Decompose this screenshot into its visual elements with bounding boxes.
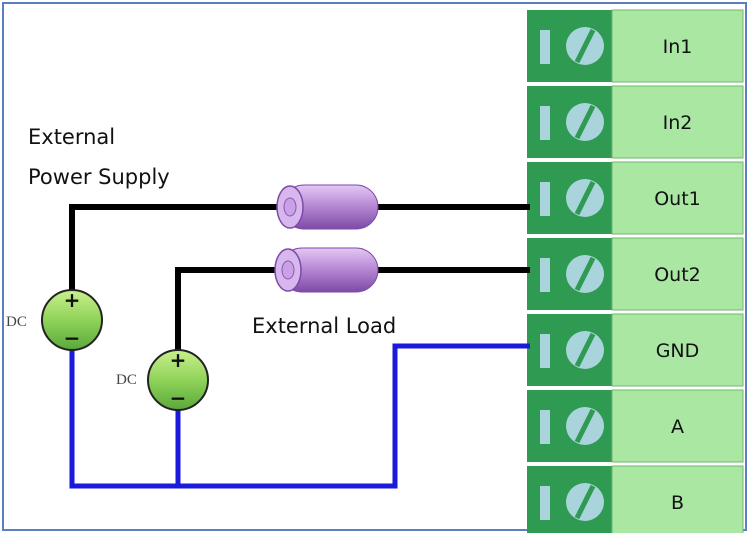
dc-source-1: + −	[41, 288, 103, 351]
dc-source-2: + −	[147, 348, 209, 411]
terminal-out2: Out2	[527, 237, 744, 311]
dc-source-2-minus: −	[170, 386, 187, 410]
terminal-a: A	[527, 389, 744, 463]
label-external: External	[28, 125, 115, 149]
dc-label-2: DC	[116, 372, 137, 388]
dc-source-2-plus: +	[170, 348, 187, 372]
terminal-label-in2: In2	[663, 112, 693, 134]
terminal-label-in1: In1	[663, 36, 693, 58]
terminal-out1: Out1	[527, 161, 744, 235]
terminal-label-a: A	[671, 416, 684, 438]
wire-out2	[175, 267, 530, 355]
terminal-b: B	[527, 465, 744, 533]
external-load-1	[276, 184, 379, 230]
external-load-2	[274, 247, 379, 293]
terminal-label-out2: Out2	[654, 264, 701, 286]
dc-source-1-minus: −	[64, 326, 81, 350]
terminal-label-b: B	[671, 492, 684, 514]
wire-gnd-1	[69, 343, 530, 489]
terminal-in2: In2	[527, 85, 744, 159]
dc-source-1-plus: +	[64, 288, 81, 312]
terminal-label-out1: Out1	[654, 188, 701, 210]
terminal-in1: In1	[527, 9, 744, 83]
dc-label-1: DC	[6, 314, 27, 330]
label-external-load: External Load	[252, 314, 396, 338]
label-power-supply: Power Supply	[28, 165, 170, 189]
terminal-gnd: GND	[527, 313, 744, 387]
terminal-label-gnd: GND	[656, 340, 700, 362]
